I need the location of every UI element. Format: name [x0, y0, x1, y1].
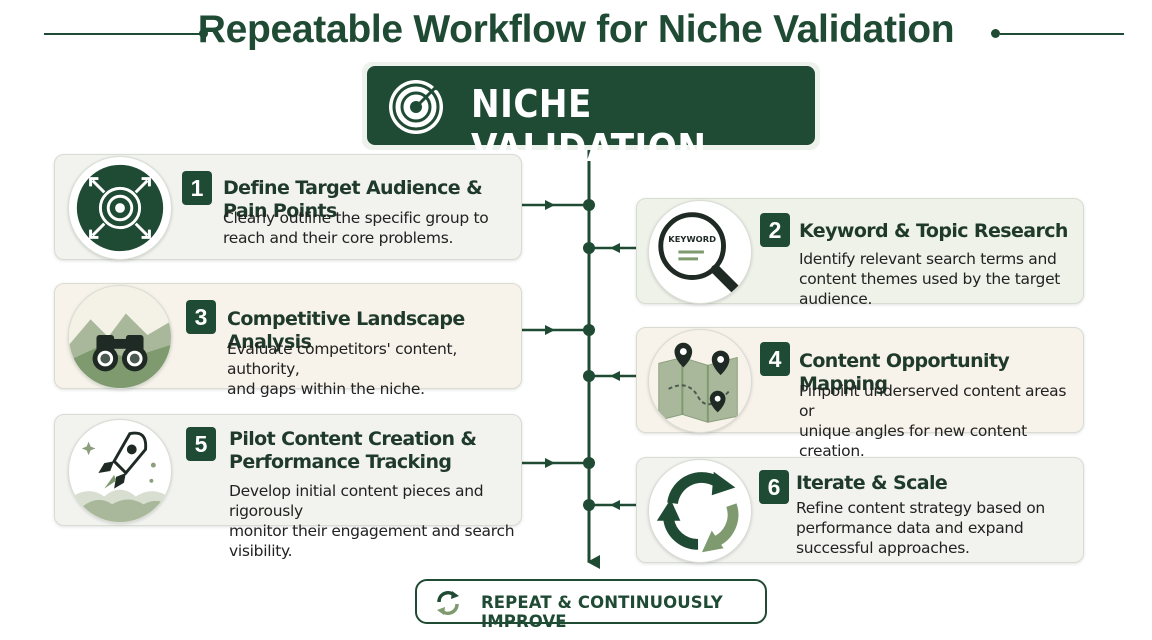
step-title-6: Iterate & Scale: [796, 472, 948, 494]
binoculars-icon: [69, 286, 171, 388]
repeat-label: REPEAT & CONTINUOUSLY IMPROVE: [481, 593, 723, 631]
step-card-3: 3 Competitive Landscape Analysis Evaluat…: [54, 283, 522, 398]
step-number-6: 6: [759, 470, 789, 504]
hub-frame: NICHE VALIDATION: [362, 62, 820, 170]
step-description-4: Pinpoint underserved content areas or un…: [799, 382, 1067, 460]
rocket-icon: [69, 431, 171, 522]
step-number-1: 1: [182, 171, 212, 205]
step-number-3: 3: [186, 300, 216, 334]
page-title: Repeatable Workflow for Niche Validation: [197, 8, 955, 51]
step-title-1: Define Target Audience & Pain Points: [223, 177, 483, 222]
step-icon-disc-3: [68, 285, 172, 389]
svg-text:KEYWORD: KEYWORD: [668, 234, 716, 244]
step-card-4: 4 Content Opportunity Mapping Pinpoint u…: [636, 327, 1084, 460]
step-description-3: Evaluate competitors' content, authority…: [227, 340, 457, 398]
step-title-2: Keyword & Topic Research: [799, 220, 1068, 242]
step-number-2: 2: [760, 213, 790, 247]
title-rule-left: [44, 33, 202, 35]
title-rule-right: [1000, 33, 1124, 35]
step-number-4: 4: [760, 342, 790, 376]
spine-node: [583, 370, 595, 382]
target-arrows-icon: [76, 164, 164, 252]
title-rule-dot-right: [991, 29, 1000, 38]
step-icon-disc-4: [648, 329, 752, 433]
map-pins-icon: [658, 342, 738, 423]
step-description-6: Refine content strategy based on perform…: [796, 499, 1045, 557]
spine-node: [583, 499, 595, 511]
step-title-4: Content Opportunity Mapping: [799, 350, 1010, 395]
step-description-2: Identify relevant search terms and conte…: [799, 250, 1061, 308]
spine-node: [583, 457, 595, 469]
cycle-arrows-icon: [656, 471, 739, 553]
magnifier-keyword-icon: KEYWORD: [658, 212, 741, 295]
spine-node: [583, 242, 595, 254]
step-card-2: KEYWORD 2 Keyword & Topic Research Ident…: [636, 198, 1084, 308]
step-icon-disc-2: KEYWORD: [648, 200, 752, 304]
step-card-1: 1 Define Target Audience & Pain Points C…: [54, 154, 522, 260]
step-description-5: Develop initial content pieces and rigor…: [229, 482, 515, 560]
spine-node: [583, 199, 595, 211]
step-card-5: 5 Pilot Content Creation & Performance T…: [54, 414, 522, 560]
spine-node: [583, 324, 595, 336]
refresh-icon: [437, 590, 459, 616]
target-icon: [389, 79, 444, 134]
hub-label: NICHE VALIDATION: [471, 82, 707, 170]
title-rule-dot-left: [199, 29, 208, 38]
step-icon-disc-5: [68, 419, 172, 523]
step-title-5: Pilot Content Creation & Performance Tra…: [229, 428, 477, 473]
step-description-1: Clearly outline the specific group to re…: [223, 209, 489, 247]
step-icon-disc-1: [68, 156, 172, 260]
step-number-5: 5: [186, 427, 216, 461]
step-icon-disc-6: [648, 459, 752, 563]
step-card-6: 6 Iterate & Scale Refine content strateg…: [636, 457, 1084, 563]
step-title-3: Competitive Landscape Analysis: [227, 308, 465, 353]
hub-box: NICHE VALIDATION: [367, 66, 815, 170]
repeat-banner: REPEAT & CONTINUOUSLY IMPROVE: [415, 579, 767, 631]
